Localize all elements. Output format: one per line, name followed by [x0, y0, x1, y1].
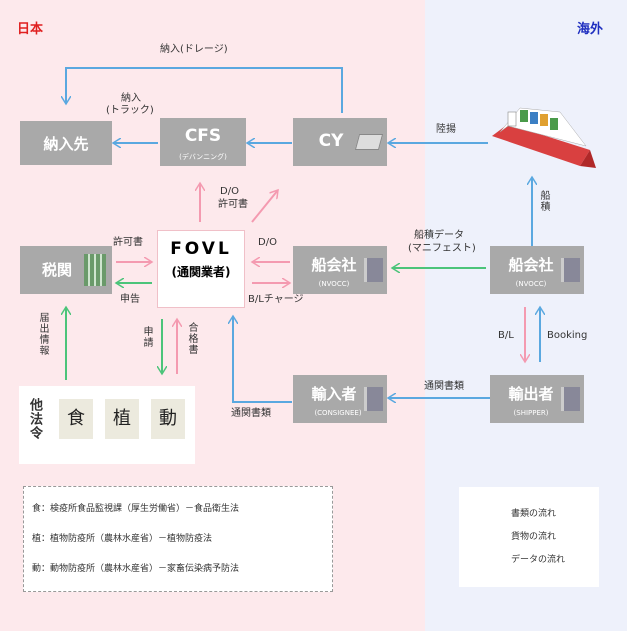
other-laws-panel: 他法令 食 植 動	[19, 386, 195, 464]
label-kyokasho: 許可書	[113, 237, 143, 248]
law-plant: 植	[105, 399, 139, 439]
law-food: 食	[59, 399, 93, 439]
box-nounyusaki: 納入先	[20, 121, 112, 165]
legend-panel: 書類の流れ 貨物の流れ データの流れ	[459, 487, 599, 587]
region-title-japan: 日本	[17, 22, 44, 37]
label-do-kyokasho-1: D/O	[220, 186, 239, 197]
container-icon	[354, 134, 384, 150]
box-cfs: CFS (デバンニング)	[160, 118, 246, 166]
note-plant: 植：植物防疫所（農林水産省）－植物防疫法	[32, 534, 213, 544]
note-food: 食：検疫所食品監視課（厚生労働省）－食品衛生法	[32, 504, 240, 514]
label-shinsei: 申請	[141, 326, 152, 348]
label-do-kyokasho-2: 許可書	[218, 199, 248, 210]
office-icon	[364, 387, 383, 411]
arrow-fovl-to-cy	[251, 190, 278, 223]
label-bl: B/L	[498, 330, 514, 341]
label-tsukan-shorui-left: 通関書類	[231, 408, 271, 419]
box-fovl: FOVL (通関業者)	[157, 230, 245, 308]
arrow-drayage	[66, 67, 343, 113]
label-funazumi-data-2: (マニフェスト)	[408, 243, 476, 254]
box-yushutsusha: 輸出者 (SHIPPER)	[490, 375, 584, 423]
legend-document: 書類の流れ	[511, 509, 557, 519]
law-animal: 動	[151, 399, 185, 439]
box-funagaisha-os: 船会社 (NVOCC)	[490, 246, 584, 294]
notes-panel: 食：検疫所食品監視課（厚生労働省）－食品衛生法 植：植物防疫所（農林水産省）－植…	[23, 486, 333, 592]
label-gokakusho: 合格書	[186, 322, 197, 355]
label-booking: Booking	[547, 330, 588, 341]
ship-icon	[492, 107, 596, 168]
box-zeikan: 税関	[20, 246, 112, 294]
label-funazumi-data-1: 船積データ	[414, 230, 464, 241]
label-nounyu-drayage: 納入(ドレージ)	[160, 44, 228, 55]
office-icon	[364, 258, 383, 282]
legend-data: データの流れ	[511, 555, 566, 565]
label-rikuage: 陸揚	[436, 124, 456, 135]
label-tsukan-shorui-right: 通関書類	[424, 381, 464, 392]
fovl-subtitle: (通関業者)	[171, 265, 231, 279]
label-funazumi: 船積	[538, 190, 549, 212]
other-laws-label: 他法令	[27, 398, 42, 440]
label-shinkoku: 申告	[120, 294, 140, 305]
label-bl-charge: B/Lチャージ	[248, 294, 304, 305]
legend-cargo: 貨物の流れ	[511, 532, 557, 542]
note-animal: 動：動物防疫所（農林水産省）－家畜伝染病予防法	[32, 564, 240, 574]
building-icon	[84, 254, 106, 286]
label-nounyu-truck-1: 納入	[121, 93, 141, 104]
office-icon	[561, 258, 580, 282]
label-do: D/O	[258, 237, 277, 248]
arrow-consignee-docs	[233, 316, 292, 403]
box-yunyusha: 輸入者 (CONSIGNEE)	[293, 375, 387, 423]
box-cy: CY	[293, 118, 387, 166]
label-todokede: 届出情報	[37, 312, 48, 356]
label-nounyu-truck-2: (トラック)	[106, 105, 154, 116]
box-funagaisha-jp: 船会社 (NVOCC)	[293, 246, 387, 294]
region-title-overseas: 海外	[577, 22, 604, 37]
office-icon	[561, 387, 580, 411]
fovl-name: FOVL	[170, 239, 232, 259]
